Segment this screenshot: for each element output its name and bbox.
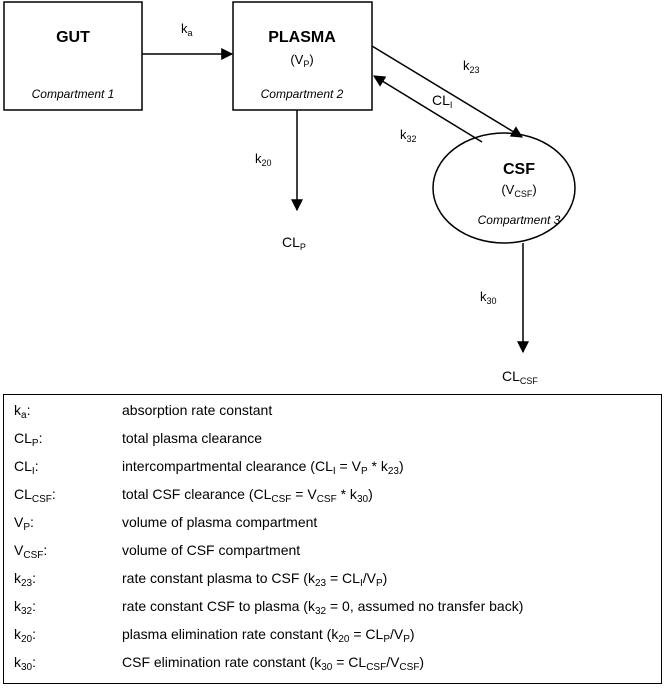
label-k30: k30	[480, 289, 497, 306]
legend-description: volume of plasma compartment	[122, 514, 318, 530]
legend-description: volume of CSF compartment	[122, 542, 301, 558]
csf-volume: (VCSF)	[501, 182, 536, 199]
legend-symbol: ka:	[14, 402, 31, 421]
arrow-plasma-to-csf	[371, 45, 524, 138]
plasma-title: PLASMA	[268, 29, 336, 46]
legend-symbol: CLP:	[14, 430, 43, 449]
label-k20: k20	[255, 151, 272, 168]
legend-description: total CSF clearance (CLCSF = VCSF * k30)	[122, 486, 373, 505]
plasma-volume: (VP)	[290, 52, 313, 69]
legend-description: rate constant plasma to CSF (k23 = CLI/V…	[122, 570, 388, 589]
label-ka: ka	[181, 21, 193, 38]
legend-symbol: CLI:	[14, 458, 39, 477]
plasma-compartment: PLASMA (VP) Compartment 2	[232, 1, 373, 111]
label-clp: CLP	[282, 234, 306, 252]
plasma-caption: Compartment 2	[261, 87, 344, 101]
csf-compartment: CSF (VCSF) Compartment 3	[432, 132, 576, 244]
label-cli: CLI	[432, 92, 452, 110]
legend-symbol: k32:	[14, 598, 37, 617]
label-clcsf: CLCSF	[502, 368, 538, 386]
legend-symbol: VCSF:	[14, 542, 48, 561]
label-k23: k23	[463, 58, 480, 75]
csf-caption: Compartment 3	[478, 213, 561, 227]
legend-box: ka: absorption rate constant CLP: total …	[3, 394, 662, 684]
legend-description: absorption rate constant	[122, 402, 273, 418]
legend-description: total plasma clearance	[122, 430, 263, 446]
csf-title: CSF	[503, 161, 535, 178]
arrow-csf-to-plasma	[372, 75, 483, 143]
legend-description: intercompartmental clearance (CLI = VP *…	[122, 458, 404, 477]
legend-symbol: VP:	[14, 514, 34, 533]
pk-model-diagram: GUT Compartment 1 PLASMA (VP) Compartmen…	[3, 1, 576, 386]
legend-symbol: k30:	[14, 654, 37, 673]
gut-compartment: GUT Compartment 1	[3, 1, 143, 111]
legend-symbol: CLCSF:	[14, 486, 56, 505]
gut-title: GUT	[56, 29, 90, 46]
legend-description: rate constant CSF to plasma (k32 = 0, as…	[122, 598, 524, 617]
legend-description: CSF elimination rate constant (k30 = CLC…	[122, 654, 425, 673]
label-k32: k32	[400, 127, 417, 144]
legend-description: plasma elimination rate constant (k20 = …	[122, 626, 415, 645]
legend-symbol: k23:	[14, 570, 37, 589]
gut-caption: Compartment 1	[32, 87, 115, 101]
legend-symbol: k20:	[14, 626, 37, 645]
